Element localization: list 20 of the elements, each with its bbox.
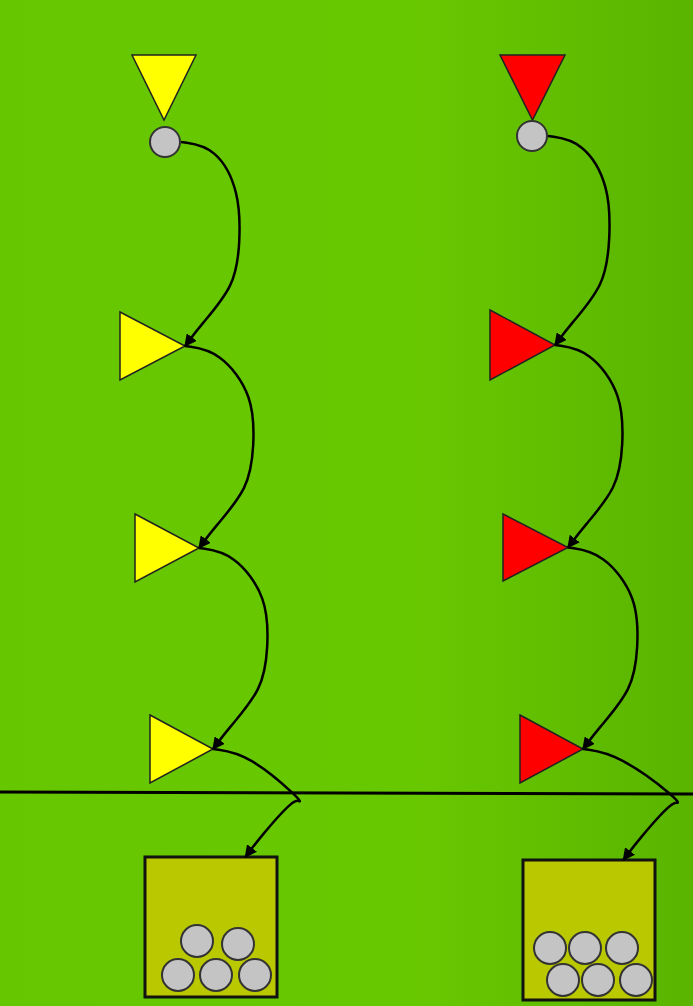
arrow bbox=[582, 747, 679, 861]
arrow bbox=[554, 343, 624, 549]
arrow bbox=[198, 546, 269, 750]
cone-marker bbox=[135, 514, 199, 582]
arrow bbox=[212, 747, 301, 858]
cone-marker bbox=[500, 55, 565, 120]
ball-bin bbox=[145, 857, 277, 997]
arrow bbox=[184, 344, 255, 549]
cone-marker bbox=[150, 715, 213, 783]
cone-marker bbox=[520, 715, 583, 783]
ball-bin bbox=[523, 860, 655, 1000]
arrow bbox=[567, 546, 639, 750]
cone-marker bbox=[490, 310, 555, 380]
cone-marker bbox=[120, 312, 185, 380]
arrow bbox=[547, 134, 611, 346]
arrow bbox=[180, 140, 241, 347]
ball bbox=[149, 126, 181, 158]
ball bbox=[516, 120, 548, 152]
cone-marker bbox=[132, 55, 196, 120]
cone-marker bbox=[503, 514, 568, 581]
